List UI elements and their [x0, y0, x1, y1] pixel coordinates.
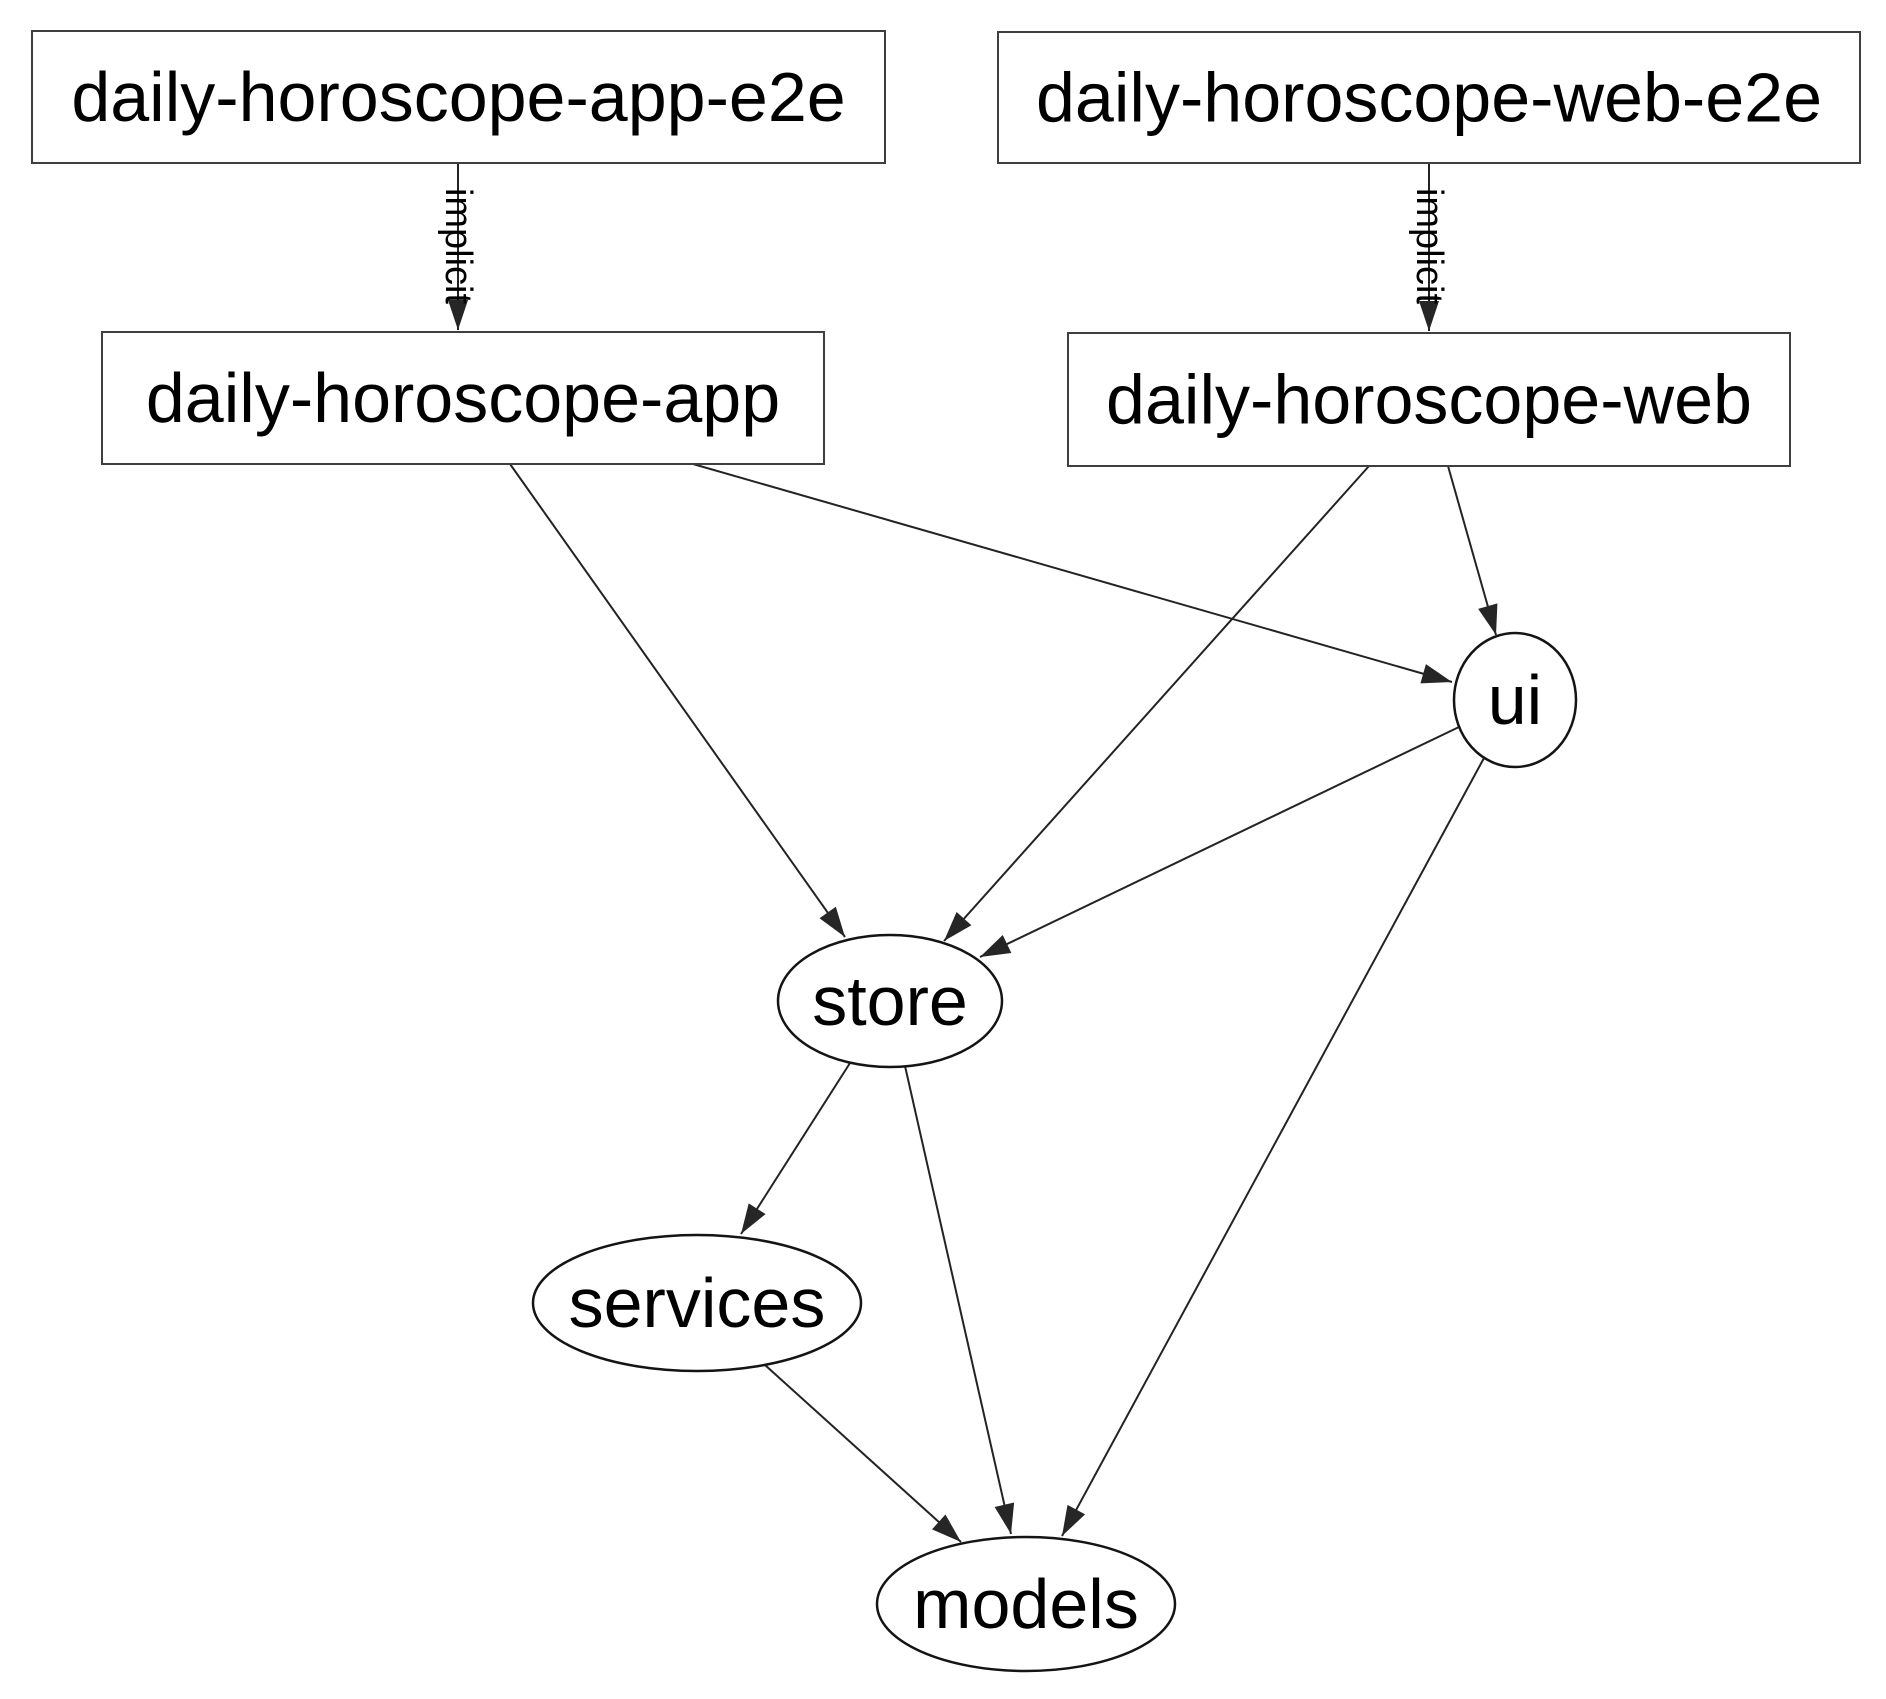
node-box[interactable] — [101, 331, 825, 465]
edge-line — [740, 1062, 851, 1235]
edge-store-to-services — [740, 1062, 851, 1235]
edge-line — [1061, 757, 1485, 1537]
node-daily-horoscope-web-e2e[interactable]: daily-horoscope-web-e2e — [997, 31, 1861, 164]
edge-ui-to-store — [979, 726, 1460, 958]
node-models[interactable]: models — [875, 1535, 1177, 1673]
node-services[interactable]: services — [531, 1233, 863, 1373]
edge-daily-horoscope-app-e2e-to-daily-horoscope-app: implicit — [437, 164, 479, 330]
node-label: daily-horoscope-web-e2e — [1036, 59, 1822, 137]
edge-line — [943, 465, 1370, 942]
node-box[interactable] — [997, 31, 1861, 164]
node-label: store — [812, 962, 968, 1040]
nodes-layer: daily-horoscope-app-e2e daily-horoscope-w… — [31, 30, 1861, 1673]
node-label: daily-horoscope-web — [1106, 361, 1752, 439]
edge-line — [904, 1065, 1015, 1535]
edge-store-to-models — [904, 1065, 1015, 1535]
edge-line — [764, 1364, 962, 1543]
edge-daily-horoscope-web-to-ui — [1447, 465, 1498, 636]
node-ellipse[interactable] — [776, 933, 1004, 1069]
edge-line — [1447, 465, 1498, 636]
node-label: services — [569, 1264, 826, 1342]
edge-label: implicit — [1408, 188, 1450, 305]
edge-line — [979, 726, 1460, 958]
edge-daily-horoscope-app-to-store — [509, 463, 846, 938]
edge-label: implicit — [437, 188, 479, 305]
node-label: models — [913, 1565, 1139, 1643]
node-ellipse[interactable] — [531, 1233, 863, 1373]
node-box[interactable] — [1067, 332, 1791, 467]
edge-daily-horoscope-app-to-ui — [692, 463, 1453, 684]
node-label: daily-horoscope-app — [146, 359, 780, 437]
edge-daily-horoscope-web-to-store — [943, 465, 1370, 942]
node-ellipse[interactable] — [875, 1535, 1177, 1673]
node-store[interactable]: store — [776, 933, 1004, 1069]
node-daily-horoscope-app[interactable]: daily-horoscope-app — [101, 331, 825, 465]
edge-services-to-models — [764, 1364, 962, 1543]
edge-line — [692, 463, 1453, 684]
edge-ui-to-models — [1061, 757, 1485, 1537]
edge-line — [509, 463, 846, 938]
node-label: daily-horoscope-app-e2e — [71, 58, 845, 136]
edges-layer: implicit implicit — [437, 164, 1498, 1543]
node-box[interactable] — [31, 30, 886, 164]
node-ui[interactable]: ui — [1452, 631, 1578, 769]
edge-daily-horoscope-web-e2e-to-daily-horoscope-web: implicit — [1408, 164, 1450, 331]
node-label: ui — [1488, 661, 1542, 739]
node-daily-horoscope-app-e2e[interactable]: daily-horoscope-app-e2e — [31, 30, 886, 164]
node-daily-horoscope-web[interactable]: daily-horoscope-web — [1067, 332, 1791, 467]
node-ellipse[interactable] — [1452, 631, 1578, 769]
